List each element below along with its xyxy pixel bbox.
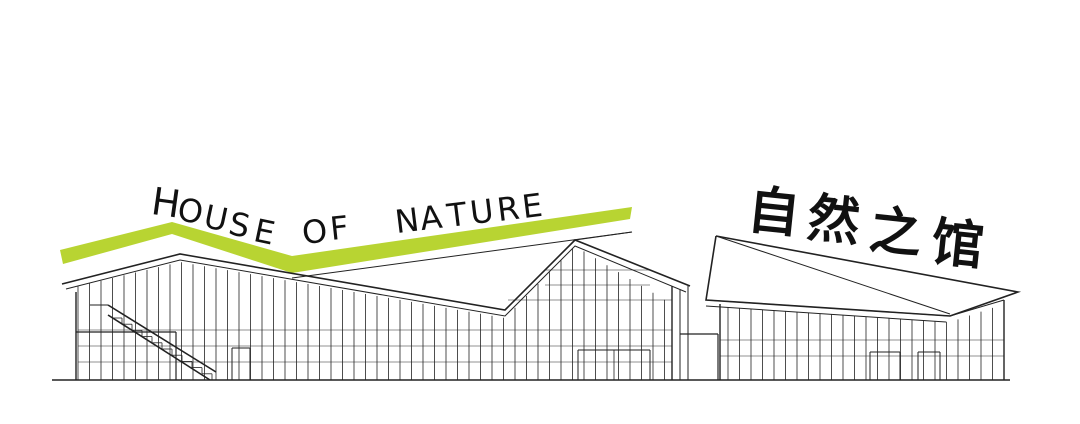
- title-char: 自: [745, 180, 803, 245]
- title-letter: R: [495, 189, 522, 229]
- title-letter: H: [149, 179, 183, 227]
- title-char: 馆: [928, 212, 986, 277]
- roof-ridge: [574, 231, 633, 241]
- title-chinese: 自 然 之 馆: [745, 180, 987, 277]
- roof-eave: [705, 299, 951, 317]
- roof-outline-left: [61, 239, 691, 311]
- title-char: 然: [805, 188, 863, 253]
- title-letter: F: [328, 208, 350, 248]
- title-letter: N: [393, 200, 421, 241]
- title-letter: E: [251, 211, 279, 252]
- title-letter: T: [444, 195, 469, 235]
- title-char: 之: [866, 201, 924, 266]
- roof-diagonal: [715, 235, 951, 315]
- title-letter: A: [418, 198, 444, 238]
- accent-roof-stripe: [60, 207, 632, 273]
- title-letter: S: [226, 204, 254, 245]
- stair-rail: [107, 304, 217, 373]
- title-letter: U: [468, 191, 496, 232]
- title-english: H O U S E O F N A T U R E: [149, 179, 545, 253]
- title-letter: O: [300, 212, 329, 252]
- stair-rail: [107, 314, 211, 381]
- building-outline: [52, 231, 1022, 381]
- title-letter: E: [520, 186, 545, 226]
- roof-eave-inner: [705, 305, 947, 323]
- roof-inner-left: [65, 245, 687, 317]
- title-letter: O: [175, 190, 206, 232]
- roof-eave-right: [949, 299, 1005, 317]
